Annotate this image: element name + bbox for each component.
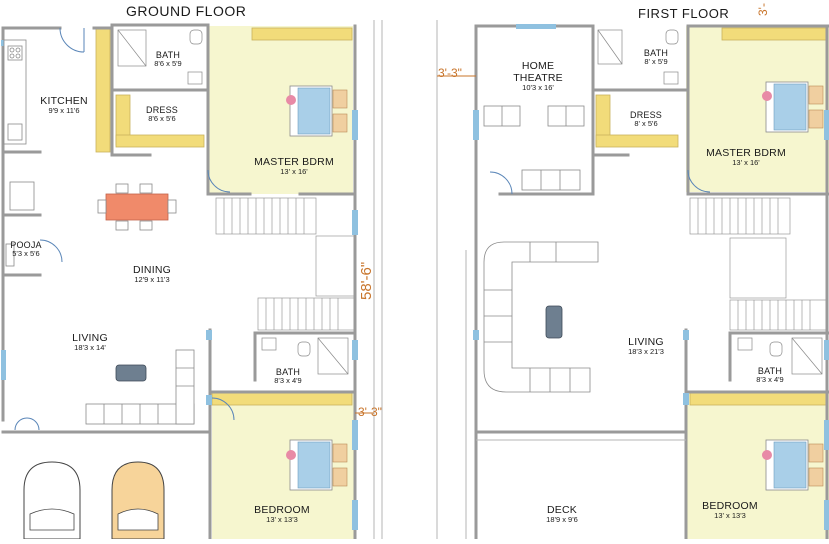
room-name: BATH (643, 48, 669, 58)
windows (1, 24, 829, 530)
ff-dress-counter (595, 134, 679, 148)
gf-bedroom-wardrobe (211, 392, 353, 406)
ff-deck-label: DECK 18'9 x 9'6 (546, 504, 578, 525)
room-name: BEDROOM (702, 500, 758, 512)
room-dimension: 13' x 16' (280, 167, 308, 177)
room-name: POOJA (10, 240, 42, 250)
gf-bedroom-label: BEDROOM 13' x 13'3 (254, 504, 310, 525)
room-name: BEDROOM (254, 504, 310, 516)
room-dimension: 9'9 x 11'6 (48, 106, 80, 116)
first-floor-title: FIRST FLOOR (638, 6, 730, 21)
gf-living-label: LIVING 18'3 x 14' (72, 332, 108, 353)
bed-ff-master (762, 81, 824, 133)
staircase-first (689, 197, 828, 331)
room-name: BATH (155, 50, 181, 60)
ff-coffee-table (545, 305, 563, 339)
gf-dining-label: DINING 12'9 x 11'3 (133, 264, 171, 285)
room-name: LIVING (72, 332, 108, 344)
room-dimension: 5'3 x 5'6 (12, 249, 40, 259)
room-dimension: 13' x 16' (732, 158, 760, 168)
room-name: DECK (547, 504, 577, 516)
room-name: DRESS (145, 105, 179, 115)
room-dimension: 12'9 x 11'3 (134, 275, 170, 285)
room-dimension: 8'6 x 5'6 (148, 114, 176, 124)
gf-offset-dimension: 3'-3" (358, 405, 382, 419)
room-dimension: 10'3 x 16' (522, 83, 554, 93)
bed-ff-bedroom (762, 439, 824, 491)
ff-master-bedroom-label: MASTER BDRM 13' x 16' (706, 147, 786, 168)
room-name: BATH (275, 367, 301, 377)
gf-master-bedroom-label: MASTER BDRM 13' x 16' (254, 156, 334, 177)
room-dimension: 13' x 13'3 (714, 511, 746, 521)
ff-dress-label: DRESS 8' x 5'6 (630, 110, 662, 129)
ff-bath-label: BATH 8' x 5'9 (644, 48, 668, 67)
ff-bedroom-wardrobe (689, 392, 828, 406)
room-dimension: 18'3 x 14' (74, 343, 106, 353)
dimension-marks (355, 75, 476, 414)
room-name: HOME THEATRE (513, 60, 563, 85)
bed-gf-master (286, 85, 348, 137)
gf-kitchen-label: KITCHEN 9'9 x 11'6 (40, 95, 88, 116)
dining-table (97, 183, 177, 231)
ff-home-theatre-label: HOME THEATRE 10'3 x 16' (503, 60, 573, 93)
car-right (111, 461, 165, 540)
kitchen-fixtures (3, 39, 35, 267)
ground-floor-title: GROUND FLOOR (126, 3, 247, 19)
gf-kitchen-counter (95, 27, 111, 153)
ff-living-label: LIVING 18'3 x 21'3 (628, 336, 664, 357)
room-dimension: 8' x 5'6 (634, 119, 658, 129)
room-dimension: 8'3 x 4'9 (274, 376, 302, 386)
ff-top-offset-dimension: 3'- (756, 3, 770, 16)
ff-master-wardrobe (721, 27, 828, 41)
room-dimension: 18'9 x 9'6 (546, 515, 578, 525)
room-name: LIVING (628, 336, 664, 348)
room-name: BATH (757, 366, 783, 376)
gf-dress-counter (115, 134, 205, 148)
car-left (23, 461, 81, 540)
room-dimension: 8' x 5'9 (644, 57, 668, 67)
room-name: DRESS (629, 110, 663, 120)
ff-living-sofa (483, 241, 599, 393)
room-dimension: 8'3 x 4'9 (756, 375, 784, 385)
room-name: MASTER BDRM (254, 156, 334, 168)
room-name: DINING (133, 264, 171, 276)
staircase-ground (215, 197, 355, 331)
ff-left-offset-dimension: 3'-3" (438, 66, 462, 80)
room-name: KITCHEN (40, 95, 88, 107)
compound-lines (373, 20, 686, 539)
door-swings (14, 27, 711, 431)
gf-bath2-label: BATH 8'3 x 4'9 (274, 367, 301, 386)
gf-master-wardrobe (251, 27, 353, 41)
gf-pooja-label: POOJA 5'3 x 5'6 (10, 240, 42, 259)
room-dimension: 8'6 x 5'9 (154, 59, 182, 69)
gf-living-sofa (85, 349, 195, 425)
room-name: MASTER BDRM (706, 147, 786, 159)
bed-gf-bedroom (286, 439, 348, 491)
ff-bedroom-label: BEDROOM 13' x 13'3 (702, 500, 758, 521)
room-dimension: 13' x 13'3 (266, 515, 298, 525)
room-dimension: 18'3 x 21'3 (628, 347, 664, 357)
gf-coffee-table (115, 364, 147, 382)
theatre-seating (483, 105, 585, 191)
gf-bath-label: BATH 8'6 x 5'9 (154, 50, 181, 69)
ff-bath2-label: BATH 8'3 x 4'9 (756, 366, 783, 385)
bath-fixtures (117, 29, 823, 375)
wardrobes (95, 27, 828, 406)
overall-length-dimension: 58'-6" (358, 261, 375, 300)
gf-dress-label: DRESS 8'6 x 5'6 (146, 105, 178, 124)
